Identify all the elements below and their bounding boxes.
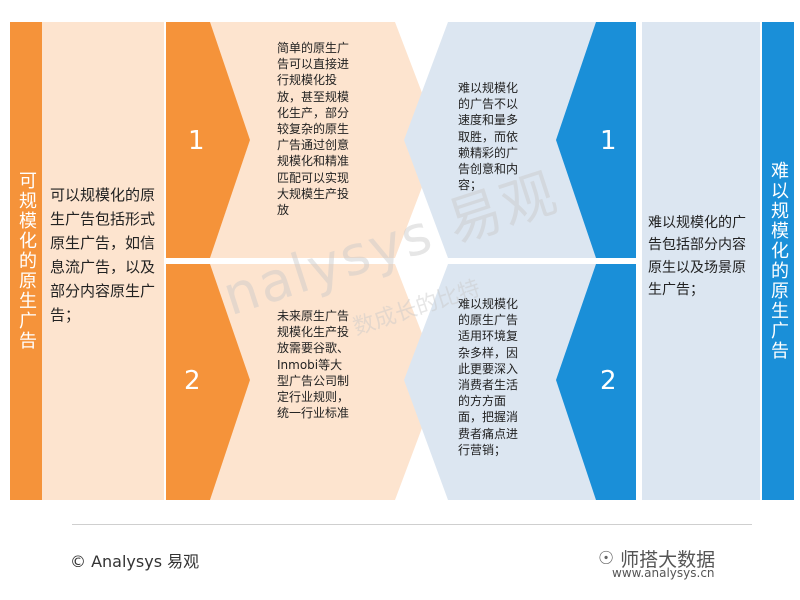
wechat-account-name: 师搭大数据 [620,549,716,571]
left-description-text: 可以规模化的原生广告包括形式原生广告，如信息流广告，以及部分内容原生广告； [50,186,156,324]
left-number-tab-2 [166,264,250,500]
left-item-2-text: 未来原生广告规模化生产投放需要谷歌、Inmobi等大型广告公司制定行业规则，统一… [277,309,350,421]
right-description-text: 难以规模化的广告包括部分内容原生以及场景原生广告； [648,215,746,299]
left-chevron-1 [166,22,440,258]
left-number-1: 1 [188,126,205,156]
left-item-1-text: 简单的原生广告可以直接进行规模化投放，甚至规模化生产，部分较复杂的原生广告通过创… [277,41,350,217]
right-side-title: 难以规模化的原生广告 [762,22,794,500]
footer-wechat: ☉ 师搭大数据 [598,545,715,572]
footer-divider [72,524,752,525]
left-number-2: 2 [184,366,201,396]
left-number-tab-1 [166,22,250,258]
right-number-tab-1 [556,22,636,258]
footer-url: www.analysys.cn [612,566,715,580]
footer-copyright: © Analysys 易观 [70,552,200,571]
right-item-1-text: 难以规模化的广告不以速度和量多取胜，而依赖精彩的广告创意和内容； [458,81,519,193]
left-chevron-2 [166,264,440,500]
right-number-2: 2 [600,366,617,396]
right-number-tab-2 [556,264,636,500]
right-number-1: 1 [600,126,617,156]
right-item-2-text: 难以规模化的原生广告适用环境复杂多样，因此更要深入消费者生活的方方面面，把握消费… [458,297,519,457]
left-description-panel [42,22,164,500]
wechat-icon: ☉ [598,548,615,569]
left-side-title: 可规模化的原生广告 [10,22,42,500]
right-description-panel [642,22,760,500]
